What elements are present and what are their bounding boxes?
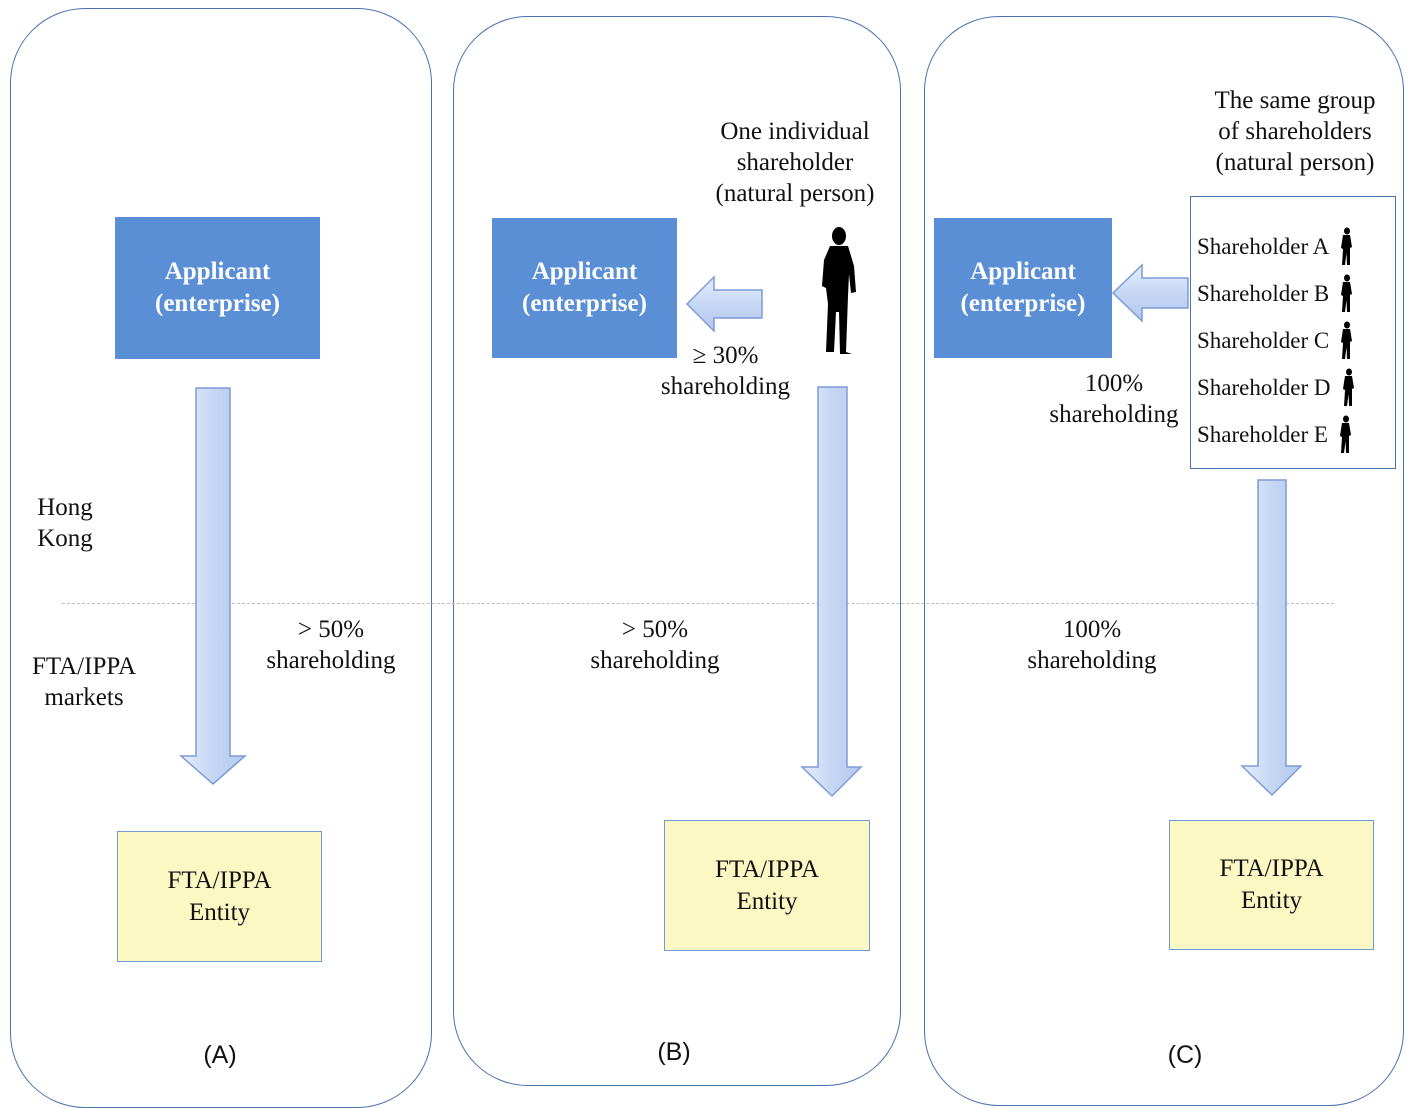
left-arrow-c <box>1111 263 1189 323</box>
down-arrow-c <box>1240 479 1303 797</box>
entity-subtitle: Entity <box>736 887 798 915</box>
owner-caption-line3: (natural person) <box>1215 149 1375 176</box>
entity-subtitle: Entity <box>1240 887 1303 914</box>
shareholder-row: Shareholder D <box>1197 368 1393 408</box>
owner-caption-line2: of shareholders <box>1218 118 1372 145</box>
applicant-box-b: Applicant (enterprise) <box>492 218 677 358</box>
shareholder-row: Shareholder E <box>1197 415 1393 455</box>
side-label-b-text: shareholding <box>660 373 791 400</box>
down-label-b: > 50% shareholding <box>575 614 735 676</box>
applicant-box-a: Applicant (enterprise) <box>115 217 320 359</box>
person-icon <box>1341 321 1353 359</box>
applicant-subtitle: (enterprise) <box>960 290 1086 317</box>
person-icon <box>1341 274 1353 312</box>
applicant-subtitle: (enterprise) <box>522 290 647 317</box>
side-label-c: 100% shareholding <box>1038 368 1190 430</box>
person-icon <box>1341 227 1353 265</box>
entity-title: FTA/IPPA <box>1219 855 1324 882</box>
applicant-subtitle: (enterprise) <box>155 290 280 317</box>
down-label-c: 100% shareholding <box>1010 614 1174 676</box>
down-label-c-text: shareholding <box>1027 647 1157 674</box>
down-label-a: > 50% shareholding <box>250 614 412 676</box>
shareholder-name: Shareholder B <box>1197 281 1330 306</box>
shareholder-name: Shareholder D <box>1197 375 1331 400</box>
shareholder-row: Shareholder B <box>1197 274 1393 314</box>
owner-caption-line1: The same group <box>1214 87 1376 114</box>
entity-box-c: FTA/IPPA Entity <box>1169 820 1374 950</box>
panel-letter-a: (A) <box>203 1041 237 1069</box>
owner-caption-line1: One individual <box>720 118 870 145</box>
down-label-a-text: shareholding <box>266 647 396 674</box>
shareholder-row: Shareholder A <box>1197 227 1393 267</box>
owner-caption-c: The same group of shareholders (natural … <box>1190 85 1400 178</box>
entity-box-a: FTA/IPPA Entity <box>117 831 322 962</box>
down-label-a-value: > 50% <box>297 616 365 643</box>
entity-box-b: FTA/IPPA Entity <box>664 820 870 951</box>
entity-title: FTA/IPPA <box>714 855 820 883</box>
owner-caption-b: One individual shareholder (natural pers… <box>690 116 900 209</box>
down-label-c-value: 100% <box>1062 616 1122 643</box>
panel-letter-c: (C) <box>1167 1041 1203 1069</box>
region-label-hong-kong: Hong Kong <box>20 492 110 554</box>
down-arrow-b <box>800 386 863 798</box>
side-label-b-value: ≥ 30% <box>692 342 759 369</box>
region-lower-text: FTA/IPPA markets <box>31 653 137 711</box>
side-label-b: ≥ 30% shareholding <box>648 340 803 402</box>
region-upper-text: Hong Kong <box>37 494 93 552</box>
shareholder-name: Shareholder E <box>1197 422 1328 447</box>
shareholder-row: Shareholder C <box>1197 321 1393 361</box>
person-silhouette-icon <box>822 227 856 354</box>
side-label-c-text: shareholding <box>1049 401 1179 428</box>
panel-letter-b: (B) <box>657 1038 691 1066</box>
shareholder-group-box: Shareholder A Shareholder B Shareholder … <box>1190 196 1396 469</box>
shareholder-name: Shareholder A <box>1197 234 1330 259</box>
applicant-box-c: Applicant (enterprise) <box>934 218 1112 358</box>
down-label-b-text: shareholding <box>590 647 720 674</box>
down-label-b-value: > 50% <box>621 616 689 643</box>
shareholder-name: Shareholder C <box>1197 328 1330 353</box>
applicant-title: Applicant <box>970 258 1076 285</box>
region-label-fta-ippa-markets: FTA/IPPA markets <box>14 651 154 713</box>
left-arrow-b <box>685 275 763 333</box>
entity-subtitle: Entity <box>188 898 251 926</box>
owner-caption-line2: shareholder <box>736 149 854 176</box>
applicant-title: Applicant <box>531 258 638 285</box>
entity-title: FTA/IPPA <box>167 866 272 894</box>
side-label-c-value: 100% <box>1084 370 1144 397</box>
person-icon <box>1342 368 1354 406</box>
owner-caption-line3: (natural person) <box>715 180 875 207</box>
down-arrow-a <box>179 387 247 785</box>
person-icon <box>1339 415 1351 453</box>
region-divider <box>62 603 1334 604</box>
applicant-title: Applicant <box>164 258 271 285</box>
